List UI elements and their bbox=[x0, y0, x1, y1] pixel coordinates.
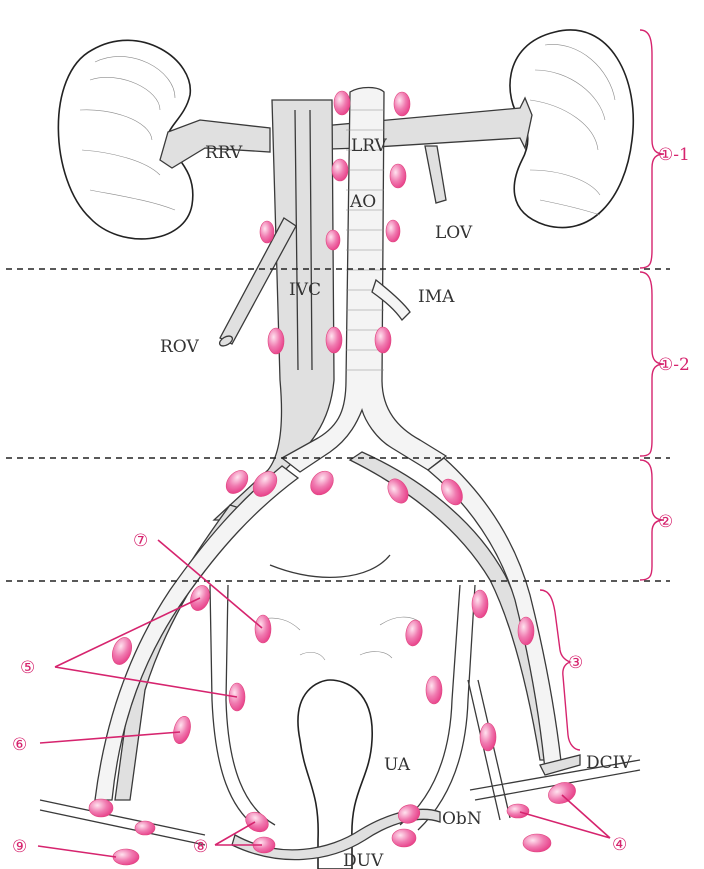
lymph-node bbox=[171, 714, 194, 745]
lymph-node bbox=[472, 590, 488, 618]
lymph-node bbox=[507, 804, 529, 818]
label-rrv: RRV bbox=[205, 143, 243, 163]
lymph-node bbox=[386, 220, 400, 242]
lymph-node bbox=[260, 221, 274, 243]
lymph-node bbox=[89, 799, 113, 817]
label-ima: IMA bbox=[418, 287, 455, 307]
peritoneal-fold bbox=[270, 555, 390, 577]
marker-6: ⑥ bbox=[12, 735, 27, 755]
lymph-node bbox=[394, 92, 410, 116]
lymph-node bbox=[545, 779, 578, 807]
label-ao: AO bbox=[349, 192, 376, 212]
label-obn: ObN bbox=[442, 809, 482, 829]
lymph-node bbox=[255, 615, 271, 643]
lymph-node bbox=[375, 327, 391, 353]
left-iliac-artery bbox=[428, 458, 562, 770]
label-ivc: IVC bbox=[289, 280, 321, 300]
region-label-3: ③ bbox=[568, 653, 583, 673]
label-lov: LOV bbox=[435, 223, 473, 243]
region-label-1-2: ①-2 bbox=[658, 355, 690, 375]
lymph-node bbox=[523, 834, 551, 852]
lymph-node bbox=[426, 676, 442, 704]
lymph-node bbox=[268, 328, 284, 354]
marker-4: ④ bbox=[612, 835, 627, 855]
marker-9: ⑨ bbox=[12, 837, 27, 857]
label-rov: ROV bbox=[160, 337, 199, 357]
lymph-node bbox=[518, 617, 534, 645]
lymph-node bbox=[390, 164, 406, 188]
lymph-node bbox=[135, 821, 155, 835]
region-label-2: ② bbox=[658, 512, 673, 532]
label-duv: DUV bbox=[343, 851, 384, 869]
lymph-node bbox=[480, 723, 496, 751]
label-ua: UA bbox=[384, 755, 411, 775]
label-dciv: DCIV bbox=[586, 753, 632, 773]
left-ovarian-vein bbox=[425, 146, 446, 203]
lymph-node bbox=[113, 849, 139, 865]
label-lrv: LRV bbox=[351, 136, 387, 156]
lymph-node bbox=[332, 159, 348, 181]
lymph-node bbox=[306, 467, 338, 500]
lymph-node bbox=[334, 91, 350, 115]
lymph-node bbox=[404, 619, 424, 647]
lymph-node bbox=[392, 829, 416, 847]
lymph-node bbox=[326, 327, 342, 353]
lymph-node bbox=[242, 808, 272, 836]
marker-5: ⑤ bbox=[20, 658, 35, 678]
region-label-1-1: ①-1 bbox=[658, 145, 690, 165]
lymph-node bbox=[326, 230, 340, 250]
marker-8: ⑧ bbox=[193, 837, 208, 857]
marker-7: ⑦ bbox=[133, 531, 148, 551]
